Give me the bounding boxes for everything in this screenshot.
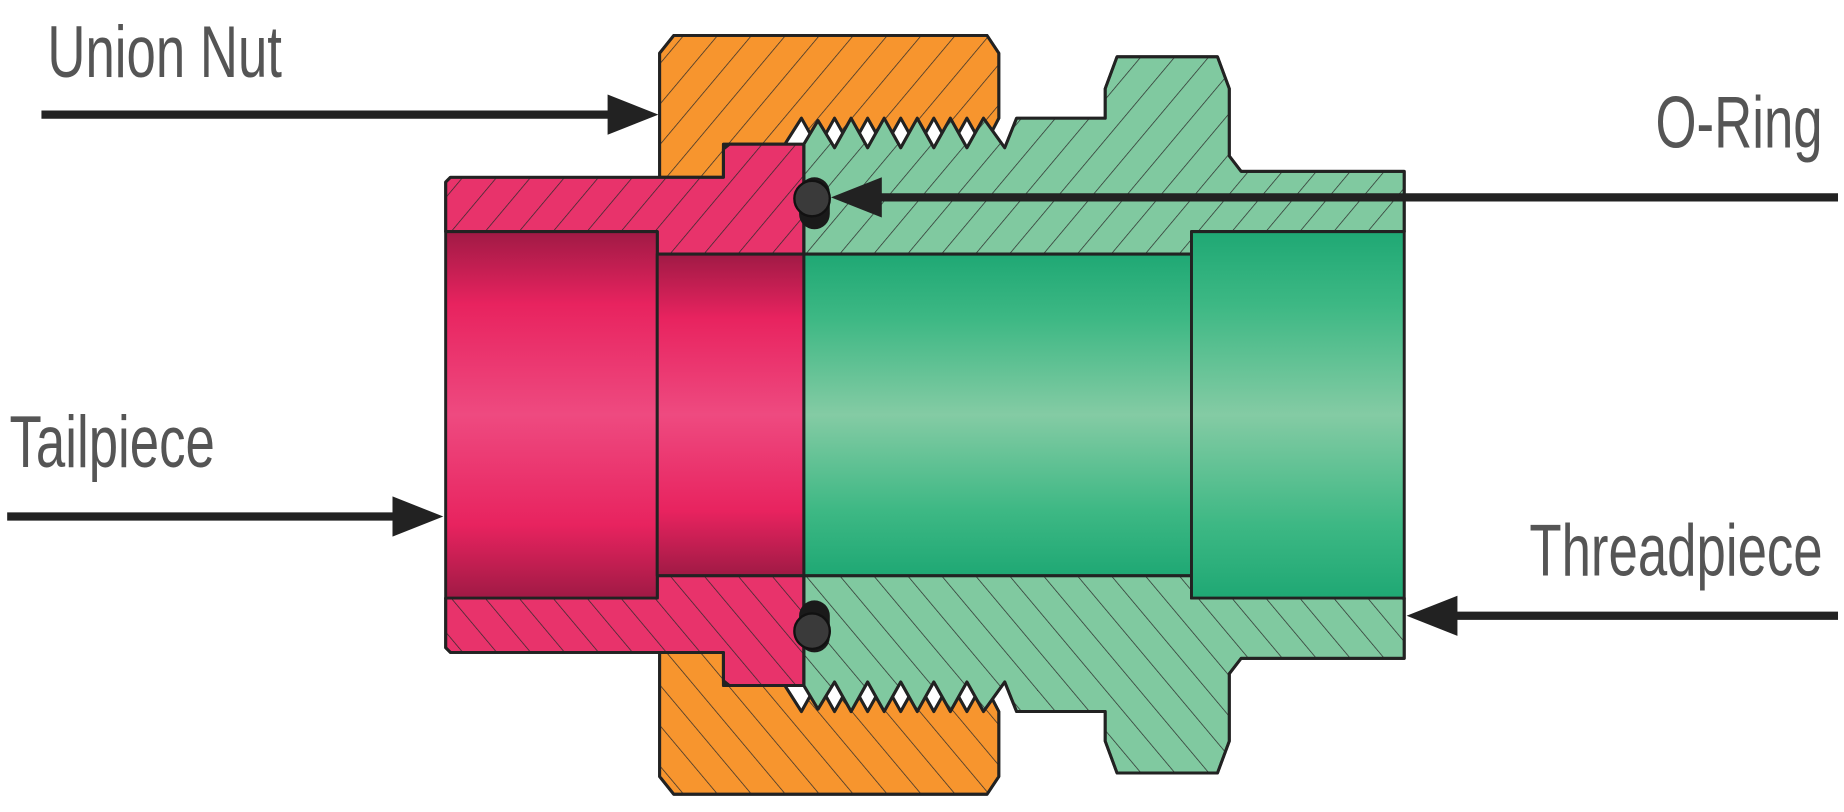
threadpiece-label: Threadpiece: [1529, 509, 1822, 592]
threadpiece-socket: [1190, 230, 1406, 600]
tailpiece-callout: Tailpiece: [7, 400, 444, 537]
tailpiece-label: Tailpiece: [10, 400, 215, 483]
arrowhead-icon: [830, 177, 882, 218]
arrowhead-icon: [607, 94, 659, 135]
arrowhead-icon: [392, 496, 444, 537]
o-ring: [793, 177, 831, 653]
o-ring-callout: O-Ring: [830, 81, 1839, 218]
tailpiece: [444, 142, 806, 688]
arrowhead-icon: [1406, 595, 1458, 636]
o-ring-label: O-Ring: [1656, 81, 1823, 164]
tailpiece-bore: [655, 252, 806, 578]
union-nut-callout: Union Nut: [41, 10, 659, 135]
threadpiece: [802, 55, 1406, 775]
tailpiece-socket: [444, 230, 659, 600]
threadpiece-callout: Threadpiece: [1406, 509, 1839, 636]
threadpiece-bore: [802, 252, 1193, 578]
union-nut-label: Union Nut: [47, 10, 282, 93]
